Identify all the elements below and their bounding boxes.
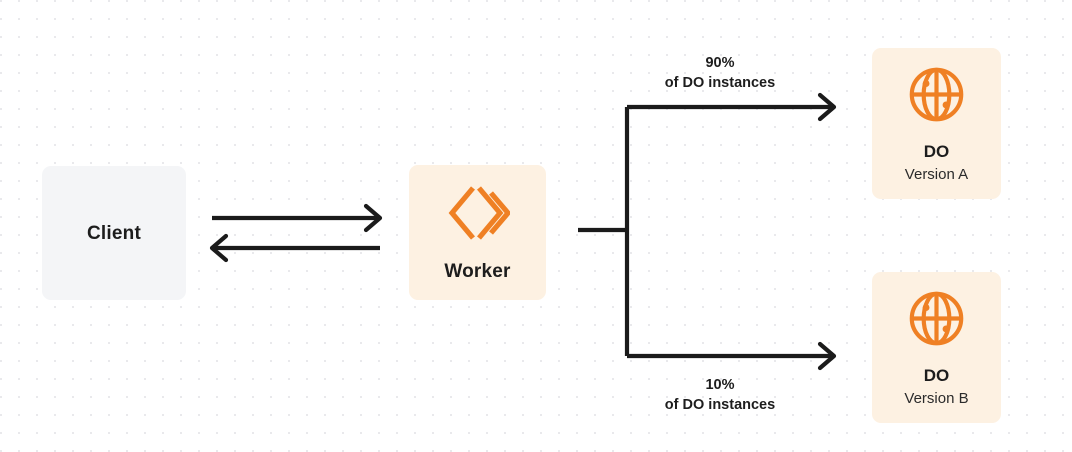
node-client-label: Client [87, 222, 141, 244]
edge-label-do-a-percent: 90% [705, 55, 735, 71]
node-do-version-b[interactable]: DO Version B [872, 272, 1001, 423]
edge-label-do-a-caption: of DO instances [664, 75, 776, 91]
node-do-b-label: DO [923, 365, 950, 385]
node-worker-label: Worker [444, 261, 511, 282]
arrow-worker-to-do-b [627, 341, 837, 371]
cloudflare-workers-icon [448, 186, 510, 240]
edge-label-do-b-percent: 10% [705, 377, 735, 393]
edge-label-do-b-caption: of DO instances [664, 397, 776, 413]
arrow-worker-to-do-a [627, 92, 837, 122]
globe-icon [909, 67, 964, 121]
arrow-client-to-worker [212, 203, 383, 233]
branch-trunk [578, 107, 630, 356]
globe-icon [909, 291, 964, 345]
node-worker[interactable]: Worker [409, 165, 546, 300]
node-do-a-sublabel: Version A [904, 165, 969, 183]
node-do-a-label: DO [923, 141, 950, 161]
node-client[interactable]: Client [42, 166, 186, 300]
node-do-b-sublabel: Version B [904, 389, 969, 407]
edge-label-do-a: 90% of DO instances [612, 53, 828, 93]
arrow-worker-to-client [209, 233, 380, 263]
node-do-version-a[interactable]: DO Version A [872, 48, 1001, 199]
edge-label-do-b: 10% of DO instances [612, 375, 828, 415]
